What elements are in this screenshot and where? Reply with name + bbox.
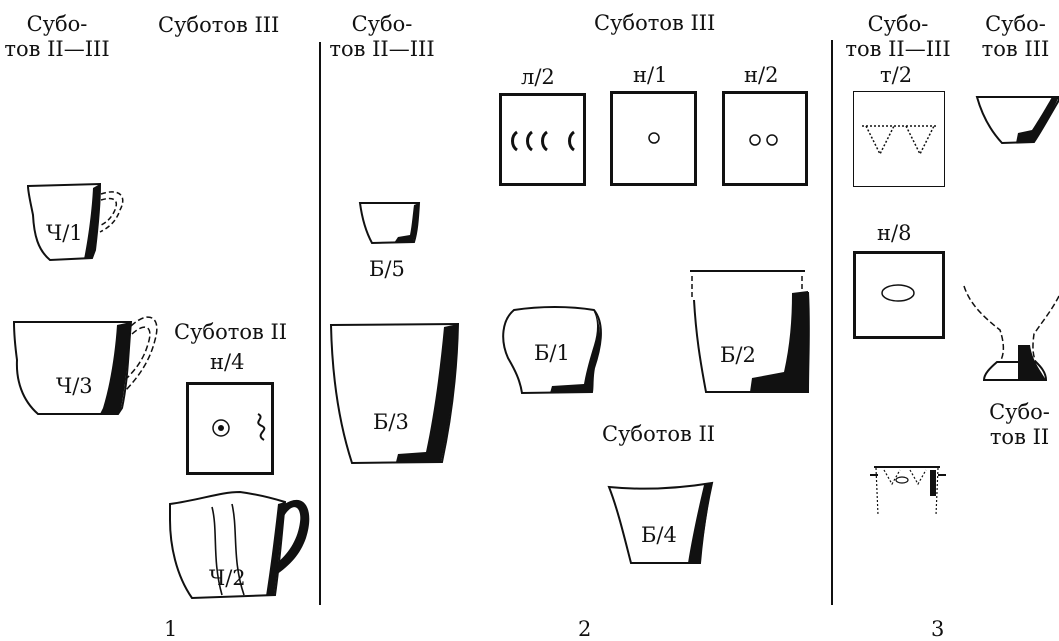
vessel-b2-drawing: [690, 270, 810, 393]
group1-heading-right: Суботов III: [158, 13, 280, 37]
vessel-b5-drawing: [358, 202, 421, 245]
ornament-box-n4: [186, 382, 274, 475]
vessel-label-b1: Б/1: [534, 341, 570, 365]
group-number-1: 1: [164, 617, 178, 641]
vessel-label-ch3: Ч/3: [56, 374, 93, 398]
vessel-label-ch1: Ч/1: [46, 221, 83, 245]
group2-heading-left: Субо- тов II—III: [329, 12, 435, 61]
group3-heading-left: Субо- тов II—III: [845, 12, 951, 61]
vessel-label-ch2: Ч/2: [209, 566, 246, 590]
vessel-ch2-drawing: [169, 490, 310, 600]
ornament-code-n1: н/1: [633, 63, 668, 87]
ornament-code-n2: н/2: [744, 63, 779, 87]
group2-heading-right: Суботов III: [594, 11, 716, 35]
vessel-label-b3: Б/3: [373, 410, 409, 434]
vessel-jar-fragment-drawing: [870, 466, 946, 516]
ornament-box-t2: [853, 91, 945, 187]
ornament-box-n8: [853, 251, 945, 339]
ornament-box-n1: [610, 91, 697, 186]
vessel-bowl-drawing: [975, 96, 1059, 145]
group2-sub-heading: Суботов II: [602, 422, 716, 446]
group3-side-label: Субо- тов II: [989, 400, 1050, 449]
ornament-code-l2: л/2: [521, 65, 555, 89]
vessel-ch3-drawing: [12, 316, 158, 415]
ornament-box-l2: [499, 93, 586, 186]
group1-heading-left: Субо- тов II—III: [4, 12, 110, 61]
group-number-2: 2: [578, 617, 592, 641]
vessel-ch1-drawing: [26, 182, 124, 262]
group-number-3: 3: [931, 617, 945, 641]
vessel-b4-drawing: [607, 481, 714, 564]
ornament-code-n4: н/4: [210, 350, 245, 374]
vessel-label-b4: Б/4: [641, 523, 677, 547]
ornament-code-n8: н/8: [877, 221, 912, 245]
vessel-label-b2: Б/2: [720, 343, 756, 367]
group1-sub-heading: Суботов II: [174, 320, 288, 344]
vessel-b1-drawing: [502, 306, 602, 395]
ornament-box-n2: [722, 91, 808, 186]
vessel-label-b5: Б/5: [369, 257, 405, 281]
vessel-b3-drawing: [329, 322, 460, 465]
group3-heading-right: Субо- тов III: [981, 12, 1050, 61]
ornament-code-t2: т/2: [880, 63, 913, 87]
vessel-goblet-drawing: [963, 285, 1059, 381]
